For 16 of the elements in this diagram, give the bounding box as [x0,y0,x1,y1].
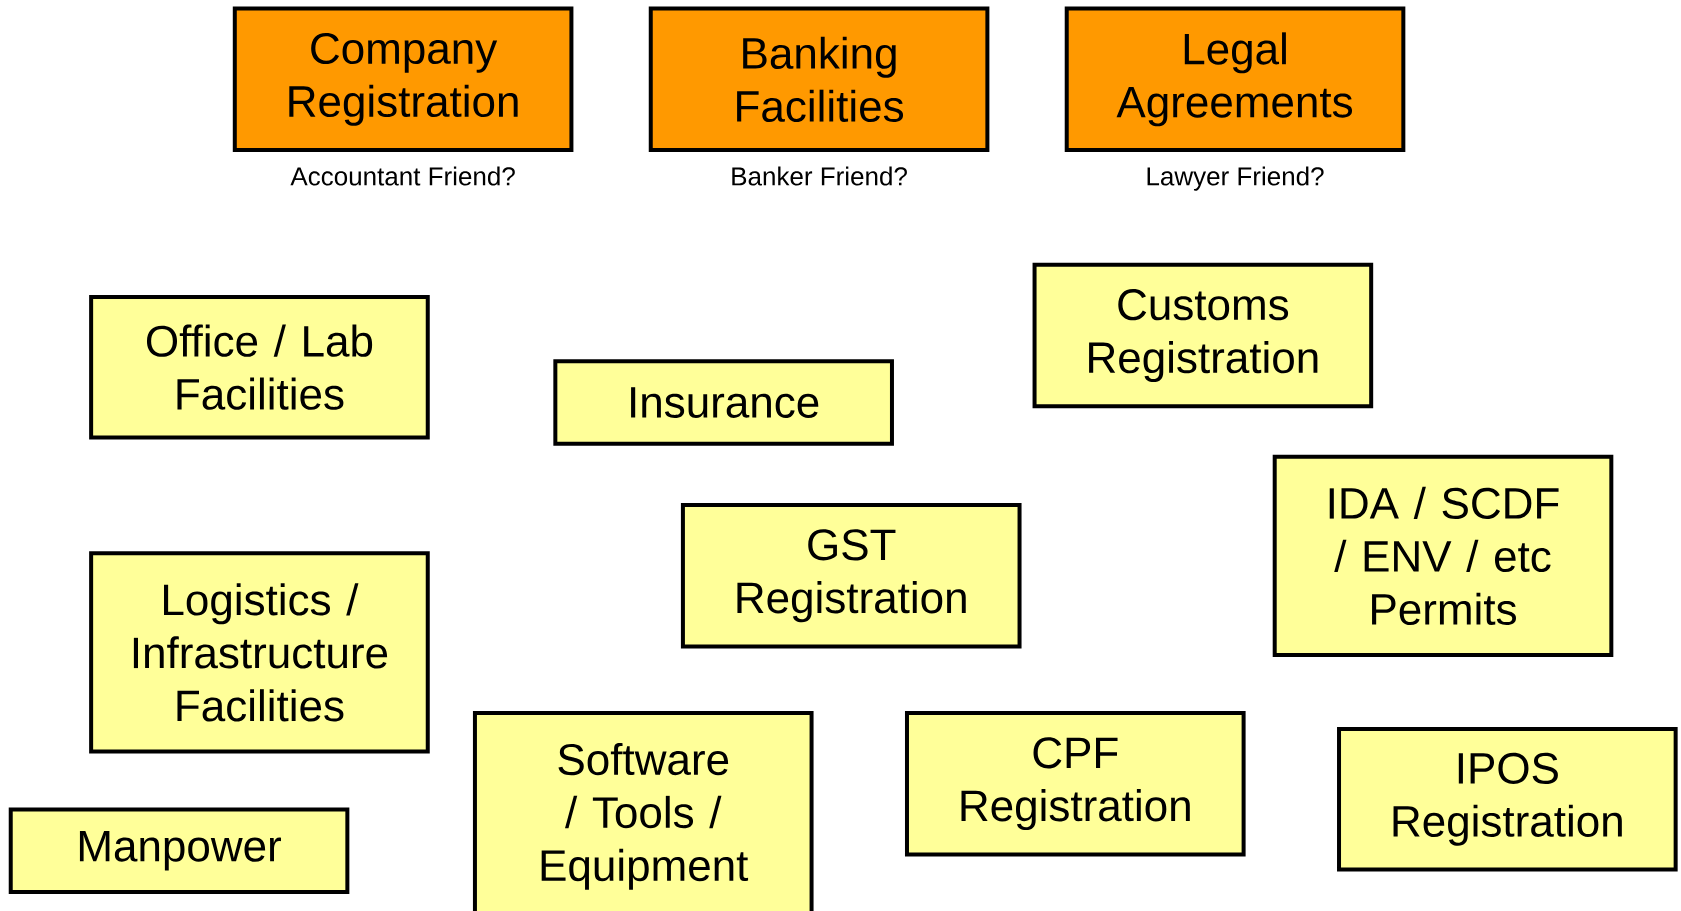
task-box: Manpower [8,807,350,894]
caption-text: Accountant Friend? [290,166,515,186]
caption-text: Lawyer Friend? [1147,166,1324,191]
task-box: IPOS Registration [1337,727,1678,872]
task-box: CPF Registration [905,710,1246,857]
task-box: Logistics / Infrastructure Facilities [89,551,430,754]
task-box: Company Registration [232,6,574,153]
task-box: Office / Lab Facilities [89,294,430,440]
task-box: IDA / SCDF / ENV / etc Permits [1272,454,1614,658]
task-box: Banking Facilities [648,6,990,153]
task-box: Insurance [553,359,894,446]
task-box: Customs Registration [1032,262,1374,409]
caption-text: Banker Friend? [732,166,907,186]
task-box: Legal Agreements [1064,6,1406,153]
task-box: GST Registration [680,502,1022,649]
task-box: Software / Tools / Equipment [472,710,814,911]
